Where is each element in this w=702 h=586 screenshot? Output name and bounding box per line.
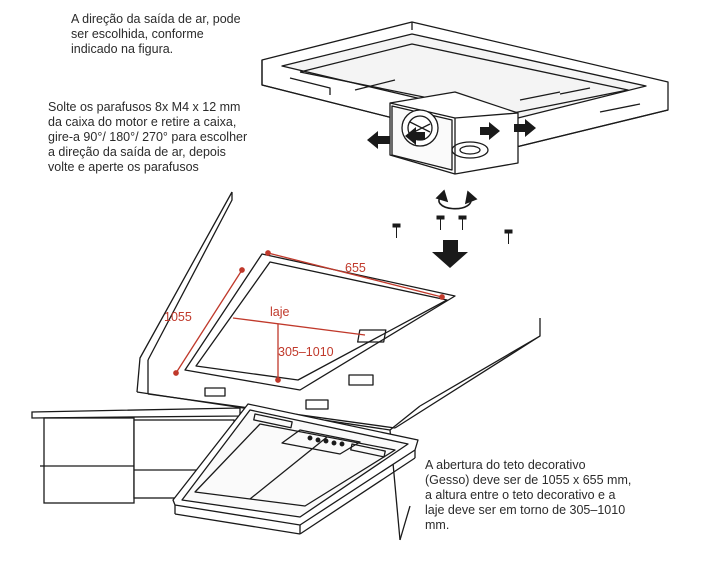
screw-icon <box>458 215 467 230</box>
kitchen-cabinets <box>31 407 241 504</box>
depth-dimension-line <box>175 269 243 374</box>
width-dimension-line <box>267 252 443 298</box>
slab-line <box>232 317 366 336</box>
dimension-lines <box>173 250 445 383</box>
screw-icon <box>392 223 401 238</box>
height-range-label: 305–1010 <box>278 345 334 359</box>
dimension-labels: 655 1055 laje 305–1010 <box>164 261 366 359</box>
range-hood <box>172 403 421 541</box>
direction-arrows <box>367 119 536 149</box>
arrow-inner-icon <box>405 127 425 145</box>
screws <box>392 215 513 244</box>
arrow-left-icon <box>367 131 390 149</box>
air-outlet-direction-note: A direção da saída de ar, pode ser escol… <box>71 12 241 56</box>
arrow-right-inner-icon <box>480 122 500 140</box>
arrow-right-icon <box>514 119 536 137</box>
rotate-icon <box>435 189 478 210</box>
screw-instruction-note: Solte os parafusos 8x M4 x 12 mm da caix… <box>48 100 248 174</box>
arrow-down-icon <box>432 240 468 268</box>
ceiling-opening-note: A abertura do teto decorativo (Gesso) de… <box>425 458 632 532</box>
screw-icon <box>504 229 513 244</box>
ceiling <box>136 191 541 541</box>
hood-top-frame <box>261 21 669 149</box>
slab-label: laje <box>270 305 290 319</box>
width-dimension-label: 655 <box>345 261 366 275</box>
depth-dimension-label: 1055 <box>164 310 192 324</box>
screw-icon <box>436 215 445 230</box>
